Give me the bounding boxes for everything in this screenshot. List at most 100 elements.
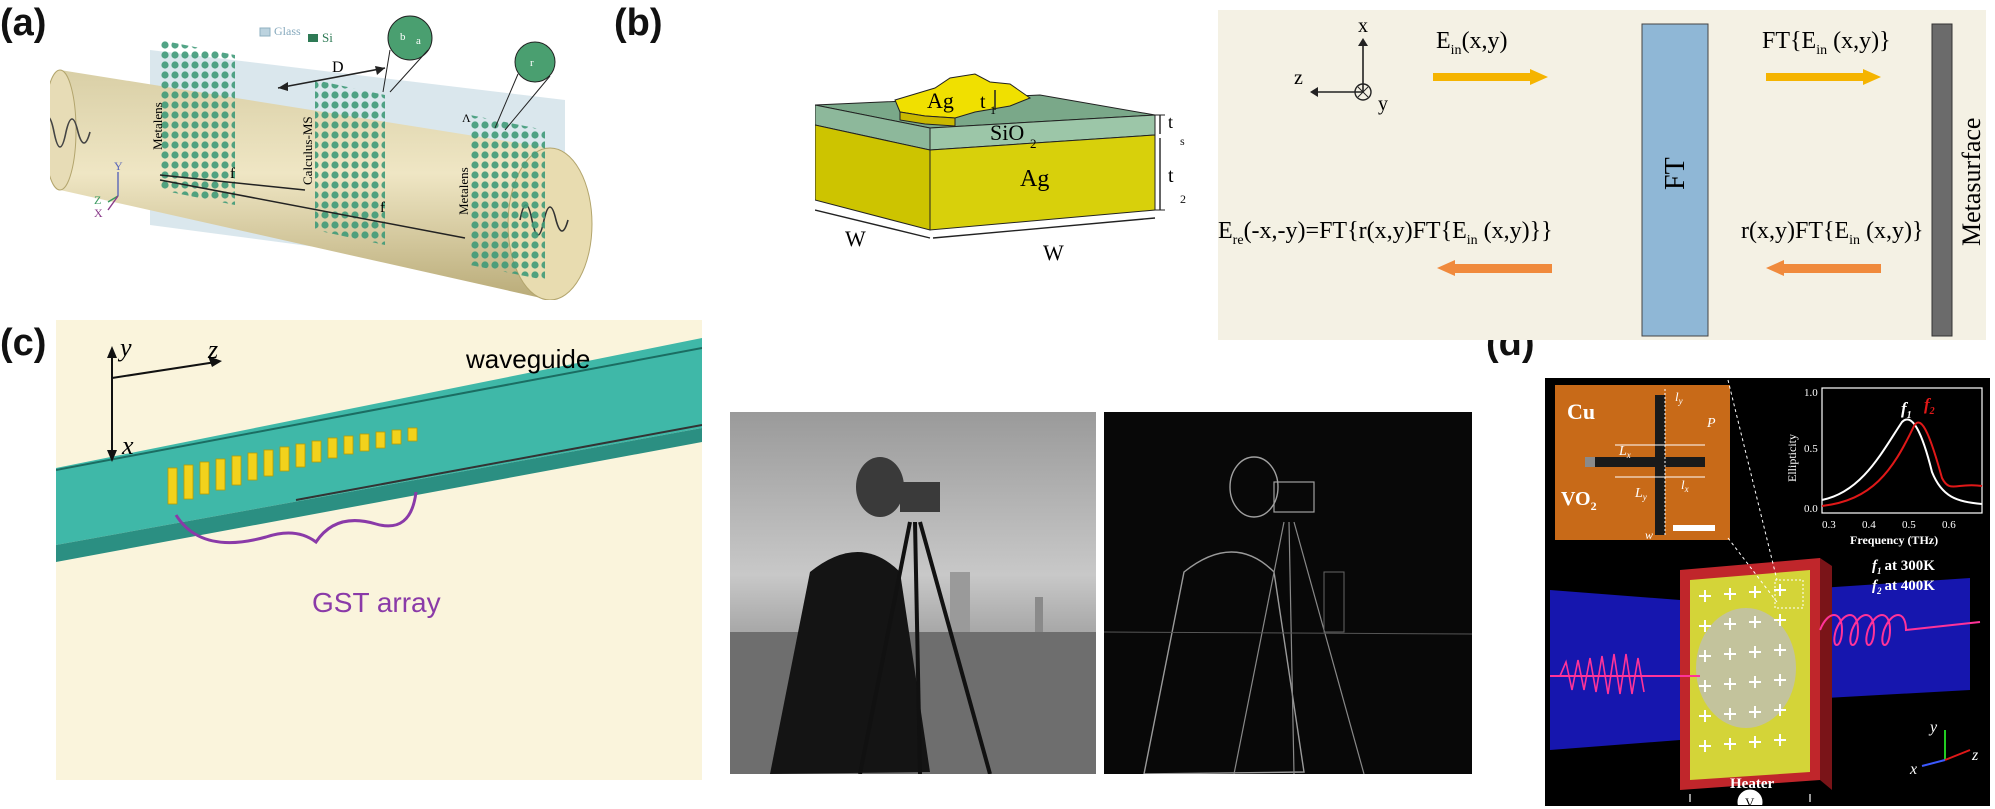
vo2-label: VO2 [1561,488,1597,513]
input-beam [1550,590,1680,750]
ft-block-label: FT [1660,157,1691,190]
voltmeter-label: V [1745,795,1755,805]
unit-cell-inset-1 [387,15,433,61]
y-axis-label: Ellipticity [1785,434,1799,482]
axis-y-label: y [1928,719,1938,736]
focal-length-left-label: f [230,166,235,182]
axis-z-label: z [1971,747,1979,764]
w-label: w [1645,528,1653,540]
panel-a-diagram: Glass Si b a r D Λ Metalens Calculus-MS … [50,15,593,300]
calculus-ms-array [315,80,385,245]
edge-detected-photo [1104,412,1472,774]
reflected-arrow-right [1781,264,1881,273]
reflected-arrow-left [1452,264,1552,273]
panel-label-c: (c) [0,322,47,364]
ft-ein-label: FT{Ein (x,y)} [1762,28,1891,58]
panel-label-b: (b) [614,2,663,44]
unit-cell-inset: Cu VO2 ly P Lx Ly lx w [1555,385,1730,540]
axis-z-label: z [1294,67,1303,89]
heater-label: Heater [1730,776,1774,792]
metalens-left-array [160,40,235,205]
calculus-ms-label: Calculus-MS [300,116,315,185]
distance-d-label: D [332,59,344,76]
output-beam [1790,578,1970,700]
axis-y-label: y [1378,93,1388,115]
inset-a-label: a [416,35,421,47]
cross-resonators [1699,584,1786,752]
lx-small-label: lx [1681,477,1689,494]
ts-sub: s [1180,134,1185,148]
focal-length-right-label: f [380,200,385,216]
f2-curve-label: f2 [1924,395,1935,417]
gst-array [167,427,418,505]
ft-arrow [1766,73,1866,81]
linear-polarization-wave [1559,653,1645,695]
vo2-patch [1585,457,1595,467]
sio2-sub: 2 [1030,136,1037,151]
inset-r-label: r [530,57,534,69]
axis-z-label: Z [94,193,101,207]
ly-top-label: ly [1675,389,1683,406]
panel-b-unit-cell: Ag t 1 SiO 2 Ag t t W W [815,73,1174,265]
output-field-label: Ere(-x,-y)=FT{r(x,y)FT{Ein (x,y)}} [1218,218,1553,248]
period-p-label: P [1706,416,1716,431]
period-label: Λ [462,111,471,125]
reflected-ft-label: r(x,y)FT{Ein (x,y)} [1741,218,1924,248]
w-left-dimension [815,209,931,239]
w-right-dimension [932,217,1156,239]
ly-label: Ly [1634,486,1647,502]
ein-label: Ein(x,y) [1436,28,1508,58]
lx-label: Lx [1618,444,1631,460]
ytick-1: 0.5 [1804,443,1818,455]
ellipticity-plot: f1 f2 0.0 0.5 1.0 0.3 0.4 0.5 0.6 Freque… [1785,387,1983,547]
axis-x-label: x [1358,15,1368,37]
waveguide-label: waveguide [465,344,590,374]
f1-curve [1821,418,1983,505]
cameraman-photo [730,412,1096,774]
metalens-left-label: Metalens [150,102,165,150]
distance-d-arrow [277,67,386,89]
voltmeter-icon [1737,789,1763,805]
zoom-lines [1727,379,1778,603]
ag-bottom-label: Ag [1020,166,1049,192]
t2-sub: 2 [1180,192,1186,206]
scale-bar [1673,525,1715,531]
ytick-2: 1.0 [1804,387,1818,399]
gst-array-label: GST array [312,587,441,618]
ytick-0: 0.0 [1804,503,1818,515]
metasurface-label: Metasurface [1957,118,1986,246]
glass-legend-label: Glass [274,24,301,38]
f2-curve [1821,421,1983,507]
focal-length-line [159,179,466,239]
metasurface-block [1931,23,1953,337]
sio2-label: SiO [990,120,1024,145]
ft-schematic: x z y Ein(x,y) FT FT{Ein (x,y)} Metasurf… [1218,15,1986,337]
w-right-label: W [1043,240,1064,265]
cu-label: Cu [1567,399,1595,424]
ag-top-label: Ag [927,88,954,113]
x-axis-label: Frequency (THz) [1850,533,1938,547]
si-legend-icon [308,34,318,42]
xtick-2: 0.5 [1902,519,1916,531]
metalens-right-label: Metalens [456,167,471,215]
xtick-0: 0.3 [1822,519,1836,531]
unit-cell-inset-2 [514,41,556,83]
ft-block [1641,23,1709,337]
axis-x-label: X [94,206,103,220]
metalens-right-array [470,115,545,280]
t1-label: t [980,91,986,113]
panel-c-waveguide: waveguide GST array y z x [56,333,702,618]
si-legend-label: Si [322,30,333,45]
w-left-label: W [845,226,866,251]
xtick-3: 0.6 [1942,519,1956,531]
axis-y-label: y [117,333,132,362]
glass-legend-icon [259,27,271,37]
inset-b-label: b [400,31,406,43]
t1-sub: 1 [990,103,996,117]
t2-label: t [1168,165,1174,187]
f1-curve-label: f1 [1901,399,1912,421]
axis-z-label: z [207,335,218,364]
gst-brace [174,491,418,545]
